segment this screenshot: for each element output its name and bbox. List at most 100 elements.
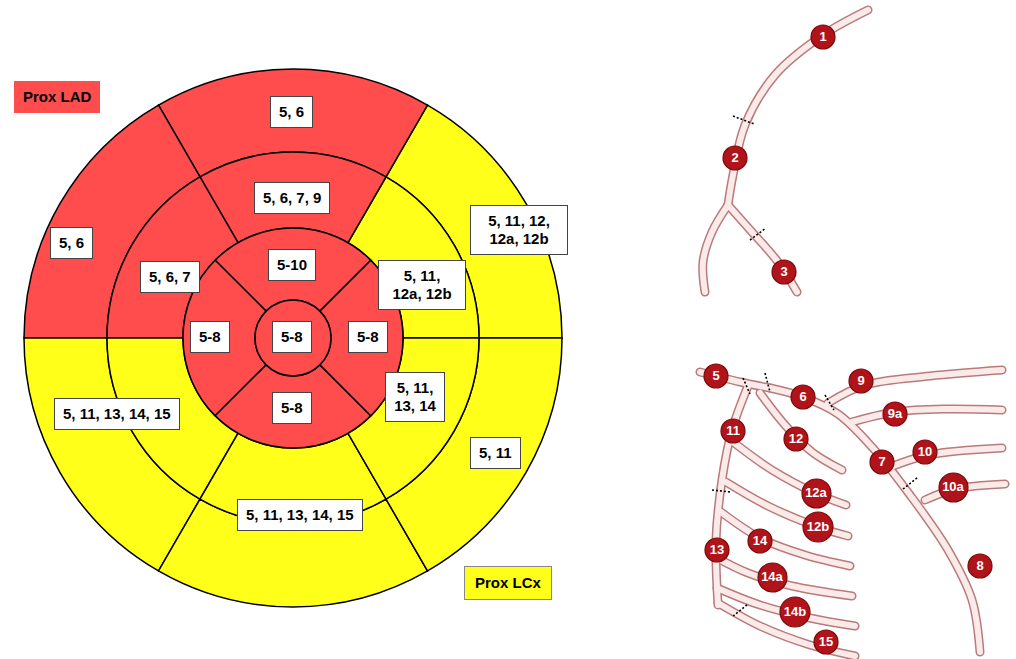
vessel-number: 9 xyxy=(848,368,874,394)
segment-list: 5-8 xyxy=(281,328,303,346)
segment-box: 5, 11, 13, 14 xyxy=(385,372,445,422)
segment-box: 5-8 xyxy=(272,392,312,424)
vessel-number: 9a xyxy=(882,401,908,427)
segment-list: 5-10 xyxy=(277,256,307,274)
vessel-number: 3 xyxy=(771,259,797,285)
vessel-number: 7 xyxy=(869,449,895,475)
vessel-outline xyxy=(721,512,850,566)
segment-box: 5-8 xyxy=(272,321,312,353)
vessel-lumen xyxy=(728,205,797,292)
callout-number: 15 xyxy=(819,634,833,650)
callout-number: 10 xyxy=(918,444,932,460)
myocardial-segment xyxy=(159,499,428,607)
callout-number: 8 xyxy=(976,558,983,574)
segment-boundary xyxy=(712,490,731,492)
vessel-number: 12b xyxy=(802,511,834,543)
vessel-number: 12a xyxy=(801,478,832,509)
vessel-number: 13 xyxy=(704,537,730,563)
vessel-number: 11 xyxy=(720,418,746,444)
segment-list: Prox LAD xyxy=(23,88,91,106)
segment-list: 5, 11, 13, 14, 15 xyxy=(246,506,354,524)
segment-list: 5-8 xyxy=(281,399,303,417)
vessel-outline xyxy=(728,10,868,205)
vessel-number: 15 xyxy=(813,629,839,655)
callout-number: 12 xyxy=(789,431,803,447)
segment-boundary xyxy=(743,378,750,394)
segment-list: 5, 11 xyxy=(479,444,512,462)
segment-box: 5, 11, 12, 12a, 12b xyxy=(470,205,568,255)
vessel-number: 10a xyxy=(938,472,969,503)
callout-number: 11 xyxy=(726,423,740,439)
vessel-number: 2 xyxy=(722,145,748,171)
vessel-lumen xyxy=(888,448,1002,468)
segment-boundary xyxy=(903,477,918,489)
callout-number: 12a xyxy=(805,485,827,501)
segment-list: 5, 11, 13, 14 xyxy=(394,379,436,415)
segment-list: 5, 6 xyxy=(279,103,304,121)
segment-box: 5-10 xyxy=(268,249,316,281)
segment-list: Prox LCx xyxy=(475,574,541,592)
callout-number: 14a xyxy=(761,569,783,585)
callout-number: 3 xyxy=(780,264,787,280)
vessel-outline xyxy=(728,205,797,292)
callout-number: 6 xyxy=(799,389,806,405)
callout-number: 9a xyxy=(888,406,902,422)
segment-list: 5, 6, 7, 9 xyxy=(263,189,321,207)
segment-boundary xyxy=(825,395,834,410)
vessel-outline xyxy=(718,603,855,656)
segment-list: 5, 6 xyxy=(59,234,84,252)
segment-list: 5, 11, 12a, 12b xyxy=(387,267,457,303)
segment-list: 5, 6, 7 xyxy=(149,268,191,286)
region-label: Prox LCx xyxy=(464,566,552,600)
segment-box: 5, 11, 13, 14, 15 xyxy=(54,398,180,430)
callout-number: 5 xyxy=(712,368,719,384)
vessel-number: 8 xyxy=(967,553,993,579)
segment-box: 5-8 xyxy=(348,321,388,353)
callout-number: 1 xyxy=(819,29,826,45)
vessel-number: 14 xyxy=(747,528,773,554)
vessel-lumen xyxy=(718,603,855,656)
segment-list: 5, 11, 12, 12a, 12b xyxy=(479,212,559,248)
vessel-number: 6 xyxy=(790,384,816,410)
segment-list: 5, 11, 13, 14, 15 xyxy=(63,405,171,423)
vessel-lumen xyxy=(852,409,1002,422)
callout-number: 13 xyxy=(710,542,724,558)
callout-number: 9 xyxy=(857,373,864,389)
vessel-lumen xyxy=(728,10,868,205)
segment-box: 5, 11, 13, 14, 15 xyxy=(237,499,363,531)
segment-list: 5-8 xyxy=(199,328,221,346)
vessel-number: 5 xyxy=(703,363,729,389)
vessel-lumen xyxy=(721,512,850,566)
vessel-outline xyxy=(703,205,728,292)
segment-box: 5, 6 xyxy=(270,96,313,128)
vessel-number: 12 xyxy=(783,426,809,452)
segment-list: 5-8 xyxy=(357,328,379,346)
segment-boundary xyxy=(765,373,770,392)
segment-box: 5, 11, 12a, 12b xyxy=(378,260,466,310)
vessel-lumen xyxy=(717,588,855,626)
vessel-outline xyxy=(828,370,1002,403)
segment-box: 5-8 xyxy=(190,321,230,353)
callout-number: 10a xyxy=(942,479,964,495)
vessel-lumen xyxy=(703,205,728,292)
vessel-lumen xyxy=(828,370,1002,403)
callout-number: 7 xyxy=(878,454,885,470)
vessel-lumen xyxy=(717,558,852,596)
region-label: Prox LAD xyxy=(14,81,100,113)
vessel-number: 10 xyxy=(912,439,938,465)
myocardial-segment xyxy=(255,300,331,376)
segment-box: 5, 6, 7, 9 xyxy=(254,182,330,214)
vessel-outline xyxy=(888,448,1002,468)
callout-number: 2 xyxy=(731,150,738,166)
segment-box: 5, 6, 7 xyxy=(140,261,200,293)
vessel-number: 14b xyxy=(779,596,811,628)
vessel-outline xyxy=(852,409,1002,422)
vessel-number: 14a xyxy=(757,562,788,593)
callout-number: 14b xyxy=(784,604,806,620)
vessel-number: 1 xyxy=(810,24,836,50)
segment-boundary xyxy=(733,604,748,616)
callout-number: 12b xyxy=(807,519,829,535)
